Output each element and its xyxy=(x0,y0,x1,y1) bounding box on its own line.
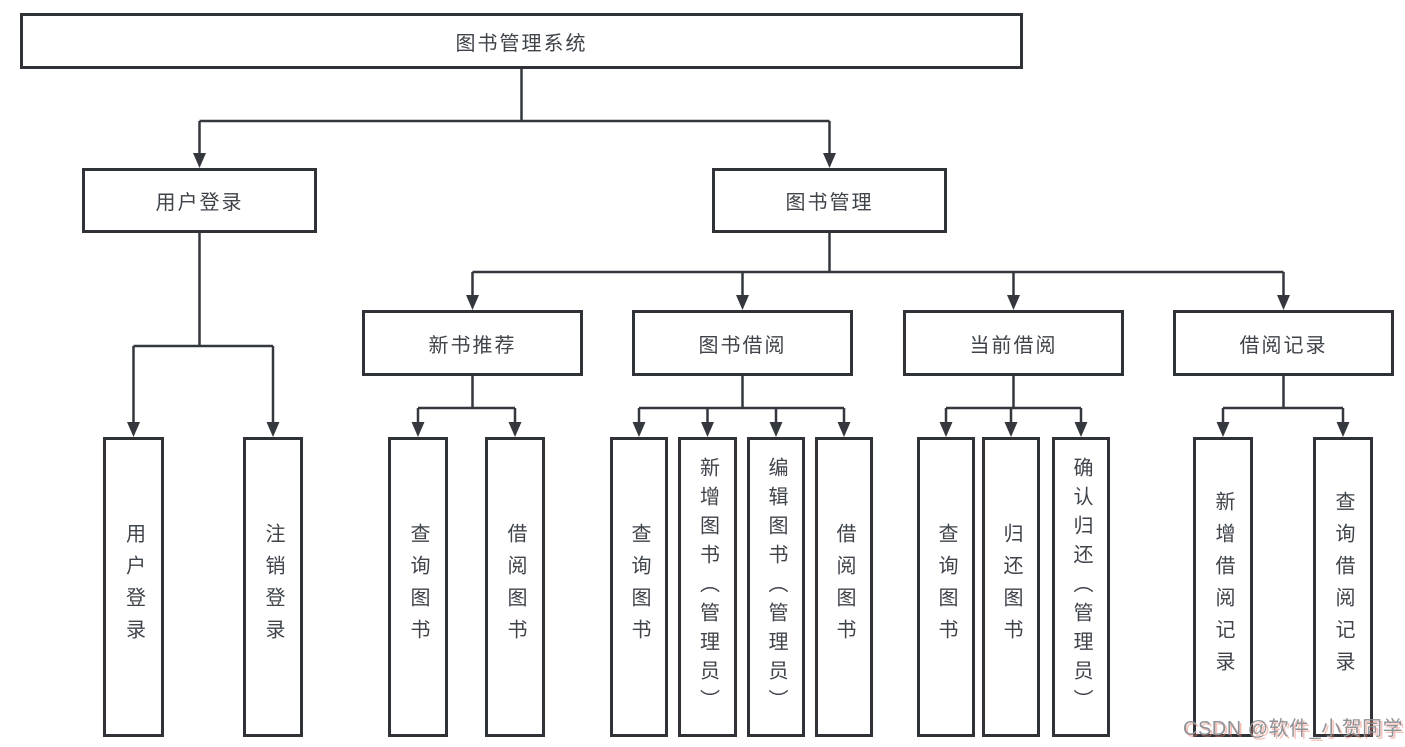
node-borrowing-records-label: 借阅记录 xyxy=(1239,334,1328,357)
node-leaf-query-borrow-record-label: 查询借阅记录 xyxy=(1332,491,1354,683)
edge-userlogin-to-leaves xyxy=(132,233,275,423)
node-leaf-user-login: 用户登录 xyxy=(103,437,164,737)
arrowhead xyxy=(1336,422,1350,437)
node-leaf-return-book-label: 归还图书 xyxy=(1000,523,1022,651)
node-new-book-recommend-label: 新书推荐 xyxy=(428,334,517,357)
edge-recommend-to-leaves xyxy=(416,376,517,423)
node-leaf-confirm-return: 确认归还（管理员） xyxy=(1052,437,1110,737)
arrowhead xyxy=(823,153,836,168)
arrowhead xyxy=(837,422,851,437)
arrowhead xyxy=(736,295,749,310)
node-user-login-label: 用户登录 xyxy=(155,192,244,214)
edge-root-to-level1 xyxy=(198,69,831,154)
arrowhead xyxy=(939,422,953,437)
node-leaf-query-book-current-label: 查询图书 xyxy=(935,523,957,651)
arrowhead xyxy=(1216,422,1230,437)
node-leaf-confirm-return-label: 确认归还（管理员） xyxy=(1070,456,1092,718)
arrowheads xyxy=(127,153,1350,437)
watermark: CSDN @软件_小贺同学 xyxy=(1183,718,1404,740)
node-current-borrowing-label: 当前借阅 xyxy=(969,334,1058,357)
node-leaf-borrow-book-recommend-label: 借阅图书 xyxy=(504,523,526,651)
node-leaf-query-book-recommend: 查询图书 xyxy=(388,437,448,737)
node-leaf-query-book-recommend-label: 查询图书 xyxy=(407,523,429,651)
arrowhead xyxy=(193,153,206,168)
node-leaf-add-borrow-record-label: 新增借阅记录 xyxy=(1212,491,1234,683)
node-leaf-edit-book: 编辑图书（管理员） xyxy=(747,437,805,737)
arrowhead xyxy=(127,422,140,437)
node-root: 图书管理系统 xyxy=(20,13,1023,69)
node-book-management-label: 图书管理 xyxy=(785,192,874,214)
edge-borrowing-to-leaves xyxy=(637,376,846,423)
arrowhead xyxy=(769,422,783,437)
node-leaf-add-book: 新增图书（管理员） xyxy=(678,437,737,737)
arrowhead xyxy=(1277,295,1290,310)
arrowhead xyxy=(411,422,425,437)
arrowhead xyxy=(266,422,280,437)
arrowhead xyxy=(1007,295,1020,310)
node-leaf-borrow-book-borrowing-label: 借阅图书 xyxy=(833,523,855,651)
node-leaf-logout: 注销登录 xyxy=(243,437,303,737)
node-root-label: 图书管理系统 xyxy=(455,32,588,55)
node-leaf-add-borrow-record: 新增借阅记录 xyxy=(1193,437,1253,737)
node-leaf-query-book-current: 查询图书 xyxy=(917,437,975,737)
arrowhead xyxy=(701,422,714,437)
arrowhead xyxy=(632,422,646,437)
node-leaf-query-borrow-record: 查询借阅记录 xyxy=(1313,437,1373,737)
node-book-borrowing-label: 图书借阅 xyxy=(698,334,787,357)
node-leaf-return-book: 归还图书 xyxy=(982,437,1040,737)
arrowhead xyxy=(1074,422,1088,437)
node-leaf-borrow-book-borrowing: 借阅图书 xyxy=(815,437,873,737)
node-leaf-query-book-borrowing: 查询图书 xyxy=(610,437,668,737)
node-new-book-recommend: 新书推荐 xyxy=(362,310,583,376)
node-leaf-edit-book-label: 编辑图书（管理员） xyxy=(765,456,787,718)
arrowhead xyxy=(508,422,522,437)
node-leaf-borrow-book-recommend: 借阅图书 xyxy=(485,437,545,737)
edge-bookmgmt-to-level2 xyxy=(471,233,1285,296)
edge-current-to-leaves xyxy=(944,376,1083,423)
node-leaf-query-book-borrowing-label: 查询图书 xyxy=(628,523,650,651)
node-user-login: 用户登录 xyxy=(82,168,317,233)
arrowhead xyxy=(466,295,479,310)
node-book-borrowing: 图书借阅 xyxy=(632,310,853,376)
edge-records-to-leaves xyxy=(1221,376,1345,423)
node-borrowing-records: 借阅记录 xyxy=(1173,310,1394,376)
arrowhead xyxy=(1004,422,1018,437)
node-current-borrowing: 当前借阅 xyxy=(903,310,1124,376)
node-leaf-logout-label: 注销登录 xyxy=(262,523,284,651)
node-leaf-user-login-label: 用户登录 xyxy=(122,523,145,651)
node-book-management: 图书管理 xyxy=(712,168,947,233)
node-leaf-add-book-label: 新增图书（管理员） xyxy=(696,456,719,718)
